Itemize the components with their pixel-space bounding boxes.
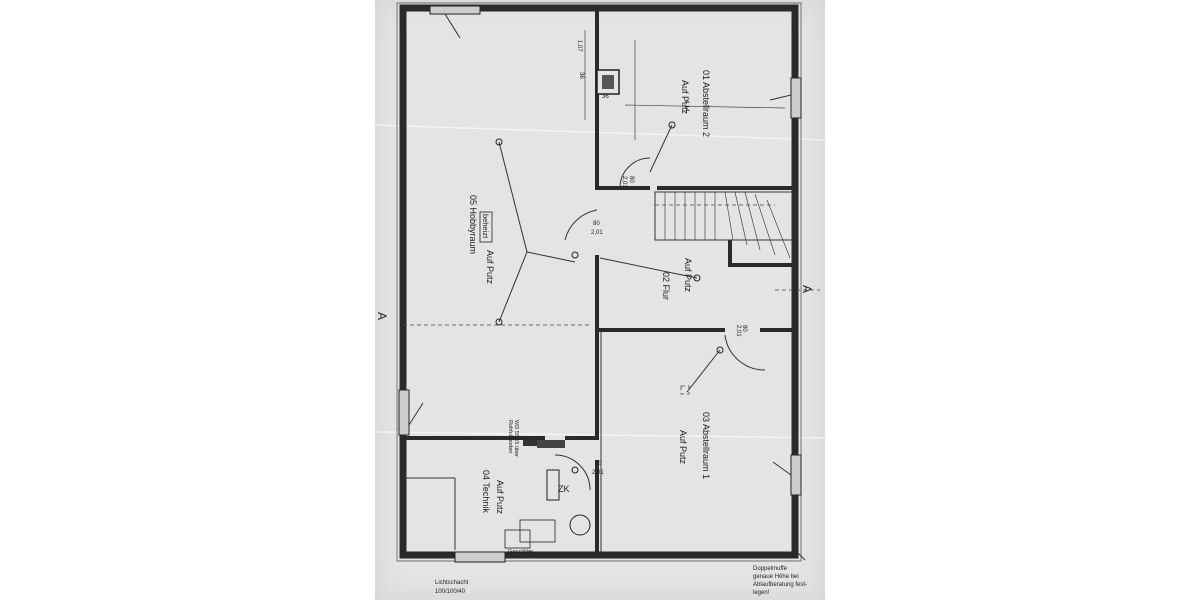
door-swing-abstell1	[724, 334, 766, 371]
dimension-label: 36	[578, 72, 584, 79]
ceiling-light-icon	[495, 318, 503, 326]
window-abstell1-mark	[772, 461, 792, 476]
floor-plan-drawing: 05 Hobbyraum beheizt Auf Putz 1,07 36 36…	[375, 2, 825, 596]
technik-room-name: 04 Technik	[481, 470, 491, 513]
hobby-finish: Auf Putz	[485, 250, 495, 285]
window-technik	[454, 551, 506, 563]
ceiling-light-icon	[693, 274, 701, 282]
door-width: 80	[595, 461, 602, 467]
ceiling-light-icon	[495, 138, 503, 146]
hobby-light-wiring	[498, 141, 528, 323]
doppelmuffe-note: genaue Höhe bei	[753, 574, 799, 580]
door-swing-abstell2	[619, 157, 651, 189]
equipment-block	[537, 440, 565, 448]
switch-icon	[716, 346, 724, 354]
switch-icon	[571, 251, 579, 259]
section-marker-left: A	[375, 312, 389, 320]
abstell2-dim: 4,14	[683, 100, 689, 112]
rohfussboden-note: Rohfußboden	[507, 420, 513, 453]
zk-label: ZK	[558, 484, 570, 494]
staircase-outline	[654, 191, 794, 241]
flur-room-name: 02 Flur	[661, 272, 671, 300]
window-hobby-left	[398, 389, 410, 436]
stair-treads	[664, 191, 791, 259]
floor-plan-sheet: 05 Hobbyraum beheizt Auf Putz 1,07 36 36…	[375, 0, 825, 600]
hobby-switch-wiring	[526, 251, 576, 263]
section-marker-right: A	[800, 285, 814, 293]
door-swing-technik	[554, 454, 591, 491]
window-top	[429, 5, 481, 15]
stair-wall	[728, 240, 793, 267]
door-swing-hobby	[564, 209, 598, 241]
abstell2-room-name: 01 Abstellraum 2	[701, 70, 711, 137]
equipment-outline	[519, 519, 556, 543]
doppelmuffe-note: Ablaufberatung fest-	[753, 582, 807, 588]
hobby-heated-tag: beheizt	[481, 214, 490, 239]
doppelmuffe-note: legen!	[753, 590, 770, 596]
doppelmuffe-note: Doppelmuffe	[753, 566, 788, 572]
meter-box	[546, 469, 560, 501]
window-abstell2-mark	[769, 94, 792, 101]
lichtschacht-label: Lichtschacht	[435, 580, 469, 586]
door-height: 2,01	[621, 176, 627, 188]
outer-wall	[399, 4, 799, 559]
flur-finish: Auf Putz	[683, 258, 693, 293]
dimension-line-4-14	[624, 104, 786, 109]
dimension-label: 36	[602, 94, 609, 100]
dimension-label: 1,07	[576, 40, 582, 52]
abstell2-wiring	[649, 124, 673, 173]
window-hobby-mark	[408, 402, 424, 426]
ceiling-light-icon	[668, 121, 676, 129]
abstell1-wiring	[686, 349, 721, 393]
window-abstell1	[790, 454, 802, 496]
door-height: 2,01	[591, 230, 603, 236]
pipe-icon	[569, 514, 591, 536]
abstell1-finish: Auf Putz	[678, 430, 688, 465]
door-width: 80	[628, 176, 634, 183]
outer-wall-outline	[396, 2, 802, 562]
heated-tag-box	[479, 211, 493, 243]
flur-wiring	[599, 257, 698, 279]
window-top-mark	[444, 13, 461, 39]
door-height: 2,01	[592, 470, 604, 476]
pipe-mark	[794, 549, 806, 561]
abstell1-room-name: 03 Abstellraum 1	[701, 412, 711, 479]
abstell2-finish: Auf Putz	[680, 80, 690, 115]
wd-note: WD 55/15 über	[513, 420, 519, 457]
window-abstell2	[790, 77, 802, 119]
technik-finish: Auf Putz	[495, 480, 505, 515]
gas-meter-label: Gaszähler	[508, 549, 533, 555]
switch-icon	[571, 466, 579, 474]
door-height: 2,01	[735, 325, 741, 337]
gas-meter-box	[504, 529, 531, 549]
door-width: 80	[593, 221, 600, 227]
hobby-room-name: 05 Hobbyraum	[468, 195, 478, 254]
lichtschacht-dim: 100/100/40	[435, 589, 466, 595]
chimney-core	[602, 75, 614, 89]
paper-fold-line	[375, 431, 825, 439]
paper-fold-line	[375, 124, 825, 141]
ceiling-light-icon	[680, 385, 690, 395]
door-width: 80	[741, 325, 747, 332]
